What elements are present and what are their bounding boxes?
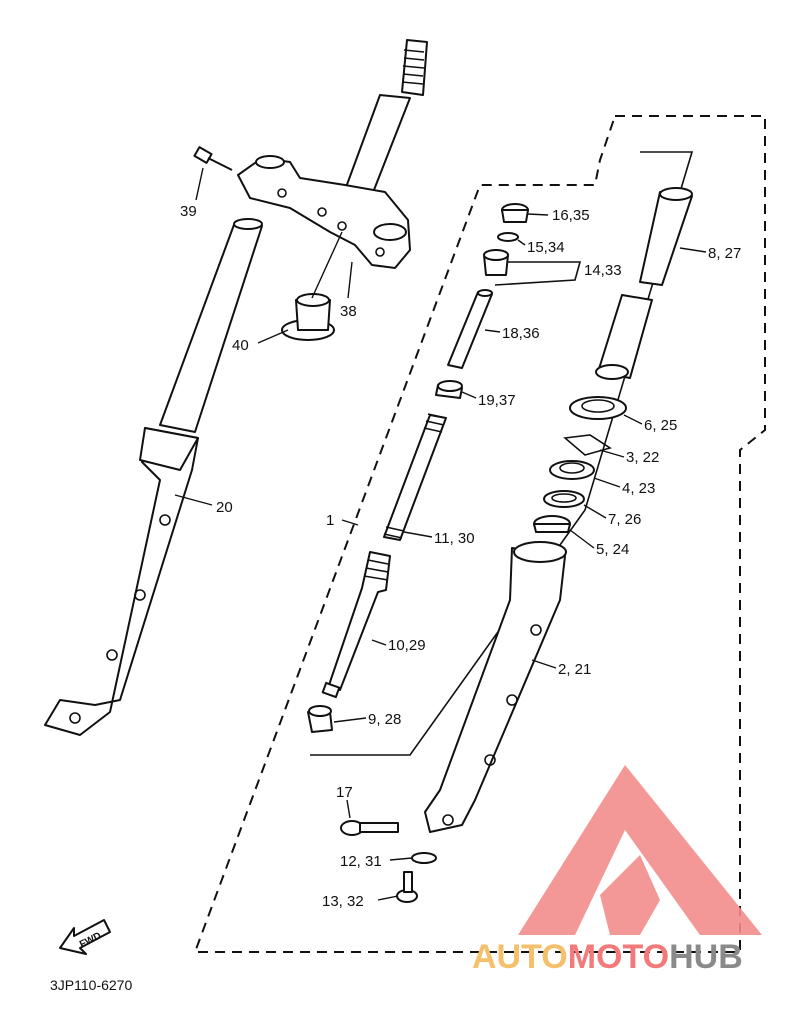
damper-rod-10[interactable] <box>321 551 391 699</box>
svg-text:AUTOMOTOHUB: AUTOMOTOHUB <box>472 938 743 976</box>
callout-3: 3, 22 <box>626 449 659 466</box>
watermark-moto: MOTO <box>568 938 669 976</box>
drain-screw-13[interactable] <box>396 871 418 903</box>
callout-16: 16,35 <box>552 207 590 224</box>
item-1-group-bracket <box>310 151 694 756</box>
clip-3[interactable] <box>563 434 612 456</box>
callout-4: 4, 23 <box>622 480 655 497</box>
leader-lines <box>174 167 707 901</box>
diagram-code: 3JP110-6270 <box>50 977 132 993</box>
pinch-bolt-39[interactable] <box>193 146 233 171</box>
callout-20: 20 <box>216 499 233 516</box>
callout-6: 6, 25 <box>644 417 677 434</box>
assembly-boundary <box>193 115 766 953</box>
watermark-auto: AUTO <box>472 938 568 976</box>
slide-bushing[interactable] <box>595 294 653 380</box>
callout-40: 40 <box>232 337 249 354</box>
watermark-hub: HUB <box>669 938 743 976</box>
callout-15: 15,34 <box>527 239 565 256</box>
callout-8: 8, 27 <box>708 245 741 262</box>
spacer-18[interactable] <box>447 289 493 369</box>
cap-bolt-16[interactable] <box>501 203 529 223</box>
cap-14[interactable] <box>483 249 509 276</box>
callout-17: 17 <box>336 784 353 801</box>
callout-7: 7, 26 <box>608 511 641 528</box>
callout-11: 11, 30 <box>434 530 475 547</box>
callout-39: 39 <box>180 203 197 220</box>
callout-10: 10,29 <box>388 637 426 654</box>
callout-13: 13, 32 <box>322 893 364 910</box>
callout-38: 38 <box>340 303 357 320</box>
gasket-12[interactable] <box>411 852 437 864</box>
fork-spring-11[interactable] <box>383 413 447 541</box>
callout-18: 18,36 <box>502 325 540 342</box>
automotohub-watermark-logo: AUTOMOTOHUB <box>472 765 762 976</box>
washer-7[interactable] <box>543 490 585 508</box>
oil-lock-piece-9[interactable] <box>307 705 333 733</box>
collar-19[interactable] <box>435 380 463 399</box>
callout-1: 1 <box>326 512 334 529</box>
callout-14: 14,33 <box>584 262 622 279</box>
forward-arrow-icon: FWD <box>59 919 111 955</box>
o-ring-15[interactable] <box>497 232 519 242</box>
callout-labels: 39 38 40 20 16,35 15,34 14,33 18,36 19,3… <box>180 203 741 910</box>
steering-stem-assembly[interactable] <box>237 39 428 269</box>
bearing-40[interactable] <box>281 293 335 341</box>
oil-seal-4[interactable] <box>549 460 595 480</box>
dust-seal-6[interactable] <box>569 396 627 420</box>
callout-19: 19,37 <box>478 392 516 409</box>
callout-2: 2, 21 <box>558 661 591 678</box>
left-fork-assembly-20[interactable] <box>44 218 263 736</box>
outer-tube-2[interactable] <box>424 541 567 833</box>
bolt-17[interactable] <box>340 820 399 836</box>
callout-12: 12, 31 <box>340 853 382 870</box>
callout-9: 9, 28 <box>368 711 401 728</box>
callout-5: 5, 24 <box>596 541 629 558</box>
bushing-5[interactable] <box>533 515 571 533</box>
inner-tube-8[interactable] <box>639 187 693 286</box>
